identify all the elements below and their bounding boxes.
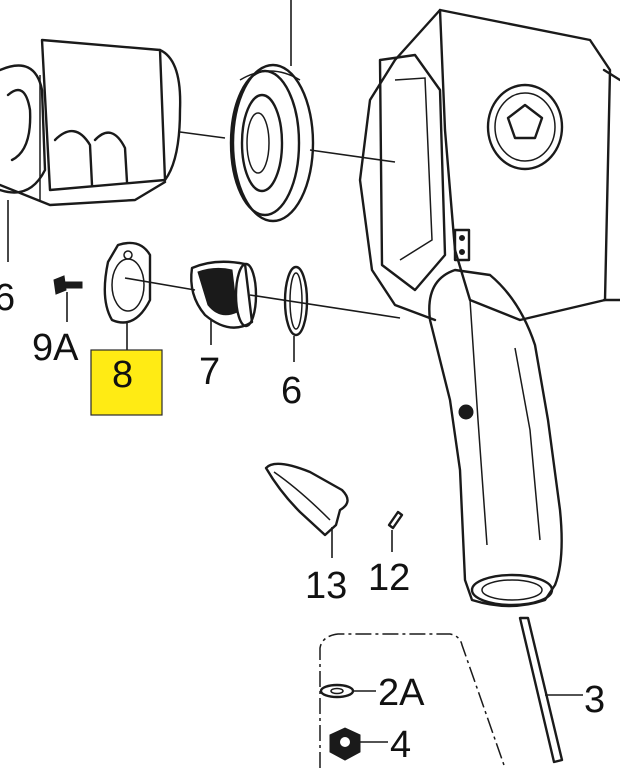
label-part-3: 3: [584, 679, 605, 721]
screw-9a-part[interactable]: [53, 275, 83, 295]
label-part-6: 6: [281, 370, 302, 412]
label-part-2a: 2A: [378, 672, 425, 714]
label-part-8: 8: [112, 354, 133, 396]
highlight-box-part-8: [90, 349, 163, 416]
rod-3-part[interactable]: [518, 616, 564, 764]
group-outline-dashed: [319, 633, 506, 768]
label-part-7: 7: [199, 351, 220, 393]
hammer-cage-part[interactable]: [0, 38, 182, 207]
label-part-6-left: 6: [0, 277, 15, 319]
bearing-part[interactable]: [229, 63, 315, 223]
washer-2a-inner: [330, 687, 344, 695]
axis-line-upper-right: [309, 149, 396, 163]
trigger-13-part[interactable]: [264, 462, 349, 537]
label-part-4: 4: [390, 724, 411, 766]
label-part-12: 12: [368, 557, 410, 599]
axis-line-upper: [179, 131, 226, 139]
nut-4-part[interactable]: [329, 727, 361, 761]
gasket-8-part[interactable]: [103, 241, 152, 324]
washer-2a-part[interactable]: [319, 683, 355, 699]
pin-12-part[interactable]: [387, 510, 404, 530]
oring-6-inner: [289, 272, 303, 330]
tool-housing-part[interactable]: [358, 8, 620, 322]
label-part-9a: 9A: [32, 327, 79, 369]
oring-6-part[interactable]: [283, 265, 309, 337]
axis-line-lower: [124, 277, 196, 291]
axis-line-lower-right: [249, 294, 401, 319]
tool-handle-part[interactable]: [428, 268, 563, 608]
valve-7-part[interactable]: [190, 260, 258, 329]
label-part-13: 13: [305, 565, 347, 607]
